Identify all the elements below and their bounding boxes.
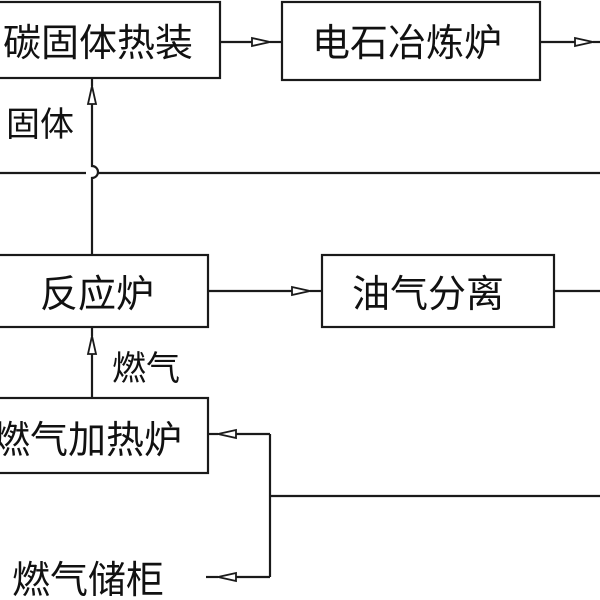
fuel-gas-storage-label: 燃气储柜	[12, 558, 164, 600]
calcium-carbide-furnace-label: 电石冶炼炉	[312, 21, 502, 65]
arrowhead-heater-to-reactor	[86, 335, 98, 355]
box-fuel-gas-heater	[0, 396, 210, 475]
arrowhead-furnace-out	[574, 36, 594, 48]
flow-line-reactor-to-charge	[90, 104, 100, 255]
carbon-solid-hot-charge-label: 碳固体热装	[3, 21, 193, 65]
box-carbon-solid-hot-charge	[0, 0, 222, 80]
box-calcium-carbide-furnace	[280, 0, 542, 82]
arrowhead-into-heater	[217, 428, 237, 440]
reactor-label: 反应炉	[40, 272, 154, 316]
arrowhead-into-storage	[217, 571, 237, 583]
arrowhead-charge-to-furnace	[251, 36, 271, 48]
fuel-gas-edge-label: 燃气	[112, 349, 180, 389]
box-oil-gas-separation	[320, 253, 556, 329]
arrowhead-reactor-to-charge	[86, 85, 98, 105]
oil-gas-separation-label: 油气分离	[352, 272, 504, 316]
arrowhead-reactor-to-separation	[291, 285, 311, 297]
solid-edge-label: 固体	[6, 105, 74, 145]
box-reactor	[0, 253, 210, 329]
fuel-gas-heater-label: 燃气加热炉	[0, 418, 182, 462]
